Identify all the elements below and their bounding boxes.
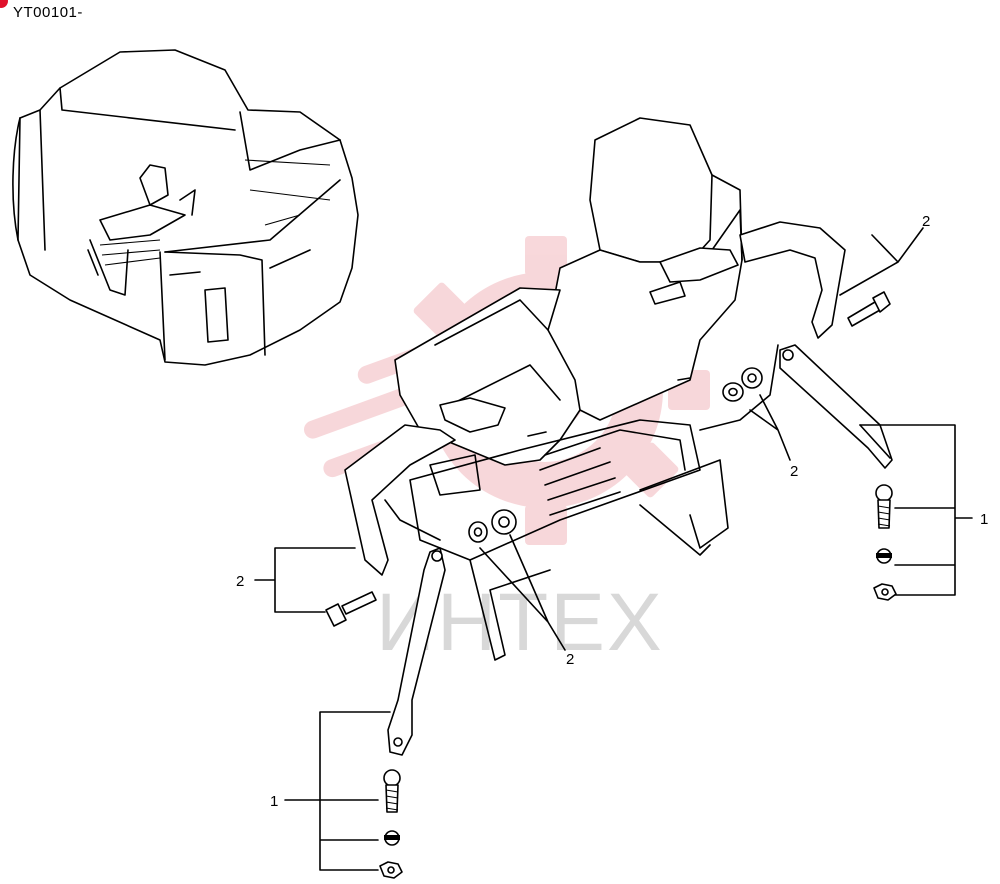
callout-center-washers: 2 <box>566 651 574 668</box>
right-seat-belt-strap <box>779 344 893 469</box>
left-belt-bolt <box>325 591 377 627</box>
bottom-hardware-set <box>379 769 403 879</box>
callout-left-bolt: 2 <box>236 573 244 590</box>
callout-top-right: 2 <box>922 213 930 230</box>
right-hardware-set <box>873 484 897 601</box>
callout-bottom-group: 1 <box>270 793 278 810</box>
callout-right-group: 1 <box>980 511 988 528</box>
corner-mark-icon <box>0 0 8 8</box>
cab-overview-illustration <box>12 49 359 366</box>
top-right-belt-bolt <box>847 291 891 327</box>
callout-right-washers: 2 <box>790 463 798 480</box>
center-washer-pair <box>468 509 517 543</box>
operator-seat-illustration <box>344 117 846 661</box>
right-washer-pair <box>722 367 763 402</box>
leader-lines <box>254 227 973 871</box>
bottom-seat-belt-strap <box>387 547 446 756</box>
diagram-code: YT00101- <box>13 4 83 21</box>
